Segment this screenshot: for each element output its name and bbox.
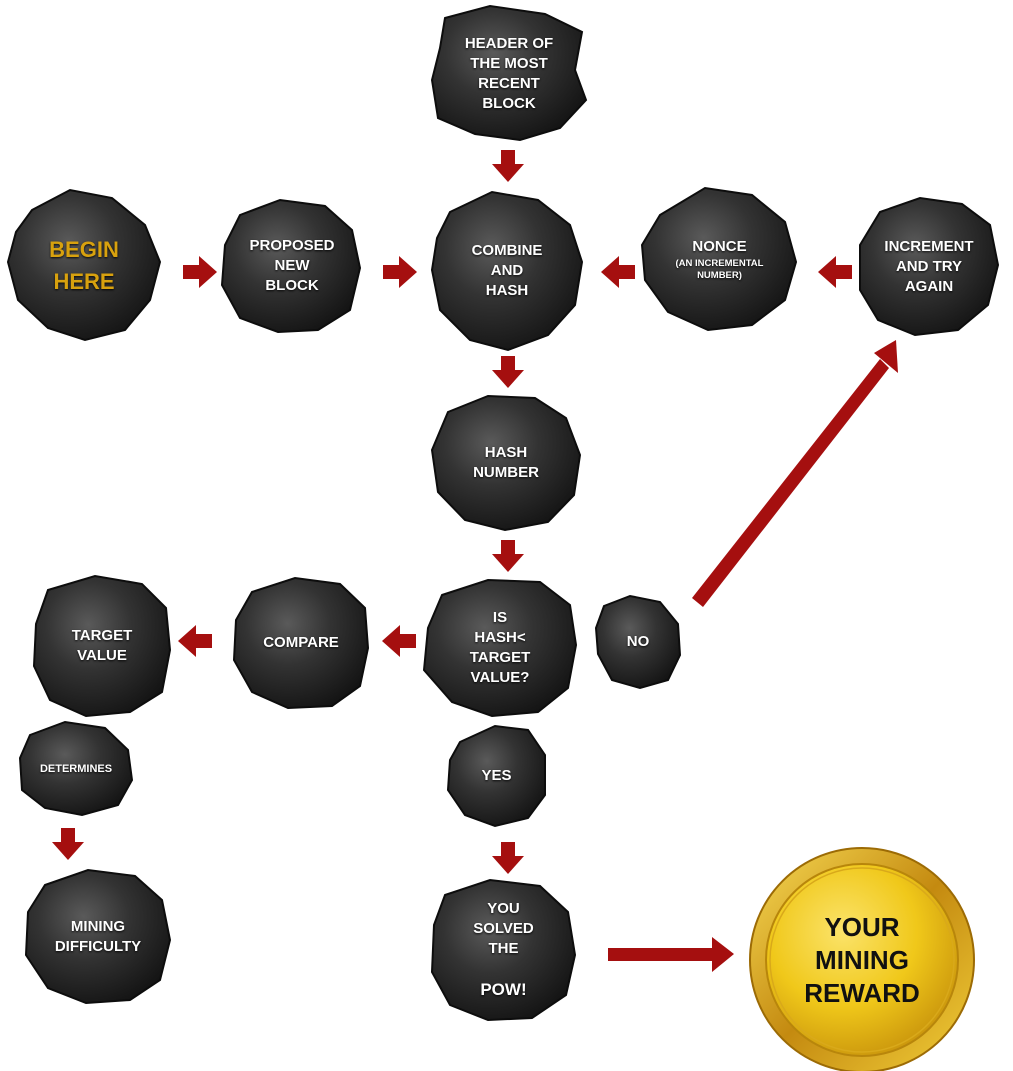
no-label: NO — [626, 633, 650, 650]
hash-number-rock-shape — [430, 394, 582, 532]
hash-number-rock: HASH NUMBER — [432, 396, 580, 530]
no-rock-shape — [594, 594, 682, 690]
header-label: HEADER OF THE MOST RECENT BLOCK — [464, 35, 554, 112]
no-rock: NO — [596, 596, 680, 688]
nonce-rock-shape — [640, 186, 798, 332]
is-hash-label: IS HASH< TARGET VALUE? — [469, 609, 531, 686]
increment-label: INCREMENT AND TRY AGAIN — [884, 237, 974, 295]
determines-rock-shape — [18, 720, 134, 817]
begin-rock: BEGIN HERE — [8, 192, 160, 340]
arrow-combine-to-hash — [492, 356, 524, 388]
compare-label: COMPARE — [263, 634, 339, 651]
yes-rock: YES — [448, 726, 545, 826]
begin-label: BEGIN HERE — [49, 237, 119, 294]
difficulty-rock: MINING DIFFICULTY — [26, 870, 170, 1003]
solved-label-wrap: YOU SOLVED THE POW! — [432, 880, 575, 1020]
arrow-begin-to-proposed — [183, 256, 217, 288]
nonce-label: NONCE — [692, 238, 747, 255]
combine-rock: COMBINE AND HASH — [432, 192, 582, 350]
yes-label: YES — [481, 767, 512, 784]
reward-coin-face — [765, 863, 959, 1057]
arrow-proposed-to-combine — [383, 256, 417, 288]
hash-number-label: HASH NUMBER — [473, 444, 539, 481]
is-hash-rock: IS HASH< TARGET VALUE? — [424, 580, 576, 716]
header-rock: HEADER OF THE MOST RECENT BLOCK — [432, 8, 586, 140]
increment-rock-shape — [859, 196, 1000, 337]
arrow-header-to-combine — [492, 150, 524, 182]
combine-rock-shape — [430, 190, 584, 352]
target-value-label: TARGET VALUE — [71, 627, 133, 664]
combine-label: COMBINE AND HASH — [471, 242, 543, 299]
nonce-label-wrap: NONCE (AN INCREMENTAL NUMBER) — [642, 190, 797, 330]
arrow-increment-to-nonce — [818, 256, 852, 288]
reward-label: YOUR MINING REWARD — [804, 911, 920, 1008]
proposed-rock: PROPOSED NEW BLOCK — [222, 200, 362, 332]
reward-coin-inner-ring — [769, 867, 955, 1053]
arrows — [52, 150, 898, 972]
arrow-solved-to-reward — [608, 937, 734, 972]
arrow-check-to-compare — [382, 625, 416, 657]
nonce-rock: NONCE (AN INCREMENTAL NUMBER) — [642, 190, 797, 330]
proposed-label: PROPOSED NEW BLOCK — [249, 237, 335, 294]
arrow-determines-to-difficulty — [52, 828, 84, 860]
proposed-rock-shape — [220, 198, 362, 334]
yes-rock-shape — [446, 724, 546, 828]
target-value-rock: TARGET VALUE — [34, 576, 170, 716]
arrow-no-to-increment — [692, 340, 898, 607]
increment-rock: INCREMENT AND TRY AGAIN — [860, 198, 998, 335]
determines-rock: DETERMINES — [20, 722, 132, 815]
header-rock-shape — [430, 4, 588, 142]
compare-rock-shape — [232, 576, 370, 710]
compare-rock: COMPARE — [234, 578, 368, 708]
solved-rock: YOU SOLVED THE POW! — [432, 880, 575, 1020]
pow-label: POW! — [480, 980, 527, 999]
arrow-nonce-to-combine — [601, 256, 635, 288]
solved-label: YOU SOLVED THE — [473, 900, 534, 957]
arrow-compare-to-target — [178, 625, 212, 657]
nonce-sublabel: (AN INCREMENTAL NUMBER) — [675, 258, 764, 281]
begin-rock-shape — [6, 188, 162, 342]
difficulty-rock-shape — [24, 868, 172, 1005]
difficulty-label: MINING DIFFICULTY — [54, 917, 142, 955]
determines-label: DETERMINES — [39, 762, 113, 775]
solved-rock-shape — [430, 878, 577, 1022]
arrow-hash-to-check — [492, 540, 524, 572]
is-hash-rock-shape — [422, 578, 578, 718]
arrow-yes-to-solved — [492, 842, 524, 874]
target-rock-shape — [32, 574, 172, 718]
